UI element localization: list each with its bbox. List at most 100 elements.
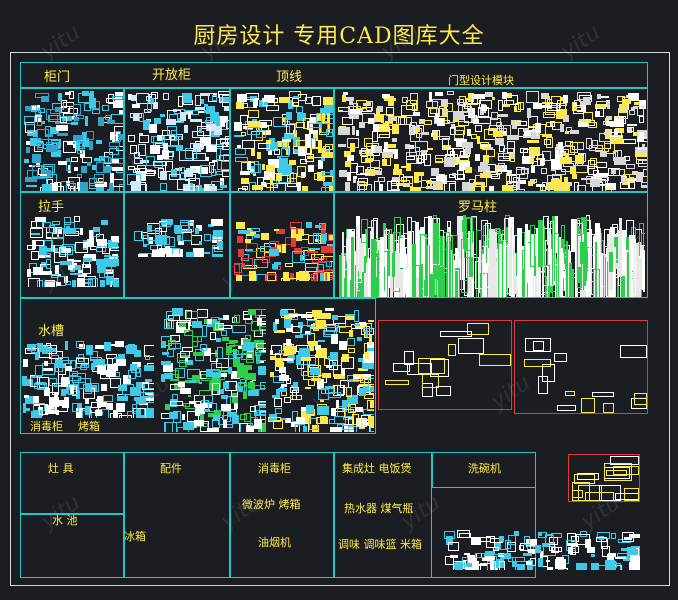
layout-2-thumbnails[interactable] <box>268 308 374 432</box>
cad-block <box>343 91 348 95</box>
cad-block <box>261 129 272 136</box>
cad-block <box>463 553 470 556</box>
cad-block <box>506 172 513 184</box>
cad-block <box>228 351 237 360</box>
cad-block <box>128 165 136 170</box>
cad-block <box>447 91 454 96</box>
cad-block <box>49 377 57 387</box>
cad-block <box>133 112 140 122</box>
cad-block <box>312 424 320 432</box>
cad-block <box>254 350 262 357</box>
kitchen-plan-3[interactable] <box>568 454 640 502</box>
cad-block <box>337 144 346 147</box>
cad-block <box>97 263 106 274</box>
cad-block <box>518 228 522 297</box>
roman-column-thumbnails[interactable] <box>339 215 645 297</box>
handle-thumbnails[interactable] <box>27 215 119 287</box>
cad-block <box>128 369 136 380</box>
cad-block <box>255 354 260 365</box>
cad-block <box>234 263 242 274</box>
cad-block <box>373 124 379 132</box>
cad-block <box>317 378 324 389</box>
cad-block <box>160 113 165 117</box>
cad-block <box>584 538 592 549</box>
cad-block <box>327 355 338 361</box>
kitchen-plan-2[interactable] <box>514 320 648 414</box>
cad-block <box>81 137 89 147</box>
cad-block <box>102 395 113 403</box>
plan-element <box>430 358 450 377</box>
cad-block <box>130 144 137 154</box>
cad-block <box>299 348 310 358</box>
open-cabinet-thumbnails[interactable] <box>127 91 229 191</box>
cad-block <box>269 356 277 360</box>
cad-block <box>204 409 210 413</box>
cad-block <box>169 401 184 407</box>
handle-2-thumbnails[interactable] <box>133 217 223 257</box>
cad-block <box>580 241 584 264</box>
cad-block <box>444 556 454 565</box>
cad-block <box>530 178 538 184</box>
cad-block <box>94 158 106 162</box>
cad-block <box>641 182 647 188</box>
cad-block <box>189 379 196 383</box>
cad-block <box>243 391 248 399</box>
cad-block <box>361 256 367 297</box>
cad-block <box>438 135 451 140</box>
cad-block <box>442 109 448 116</box>
kitchen-plan-1[interactable] <box>378 320 512 410</box>
decor-thumbnails[interactable] <box>233 221 333 281</box>
cad-block <box>479 142 490 149</box>
cad-block <box>638 258 643 288</box>
cad-block <box>297 147 306 156</box>
cad-block <box>147 224 152 233</box>
cad-block <box>104 257 116 268</box>
plan-element <box>603 463 632 482</box>
cad-block <box>465 146 471 154</box>
cad-block <box>498 113 508 118</box>
cad-block <box>594 223 601 284</box>
cad-block <box>555 559 567 569</box>
cad-block <box>371 131 378 142</box>
cad-block <box>485 91 494 97</box>
cad-block <box>177 179 190 191</box>
layout-thumbnails[interactable] <box>160 308 266 432</box>
cad-block <box>242 341 254 352</box>
cad-block <box>538 558 544 568</box>
cad-block <box>384 249 390 297</box>
elevation-thumbnails[interactable] <box>440 530 640 570</box>
cabinet-door-thumbnails[interactable] <box>23 91 123 191</box>
cad-block <box>199 92 210 96</box>
cad-block <box>60 388 67 396</box>
cad-block <box>387 143 397 148</box>
cad-block <box>408 124 416 135</box>
cad-block <box>425 185 434 189</box>
cad-block <box>260 328 266 332</box>
cad-block <box>414 175 422 182</box>
sink-thumbnails[interactable] <box>22 340 154 418</box>
cad-block <box>208 185 214 188</box>
cad-block <box>359 149 366 154</box>
cad-block <box>234 134 245 138</box>
cad-block <box>554 168 567 176</box>
door-module-thumbnails[interactable] <box>337 91 647 191</box>
cad-block <box>57 132 68 137</box>
cad-block <box>212 159 218 162</box>
cad-block <box>32 239 37 250</box>
cad-block <box>43 240 53 252</box>
cad-block <box>603 246 610 297</box>
cad-block <box>214 125 222 135</box>
cad-block <box>312 232 319 245</box>
plan-element <box>553 352 568 363</box>
cad-block <box>257 400 266 406</box>
cad-block <box>625 164 635 169</box>
cad-block <box>457 120 469 127</box>
cad-block <box>500 125 511 136</box>
cad-block <box>347 105 361 116</box>
section-disinfection <box>230 452 334 578</box>
top-line-thumbnails[interactable] <box>233 91 333 191</box>
cad-block <box>572 102 578 105</box>
cad-block <box>480 562 494 570</box>
cad-block <box>141 382 150 390</box>
